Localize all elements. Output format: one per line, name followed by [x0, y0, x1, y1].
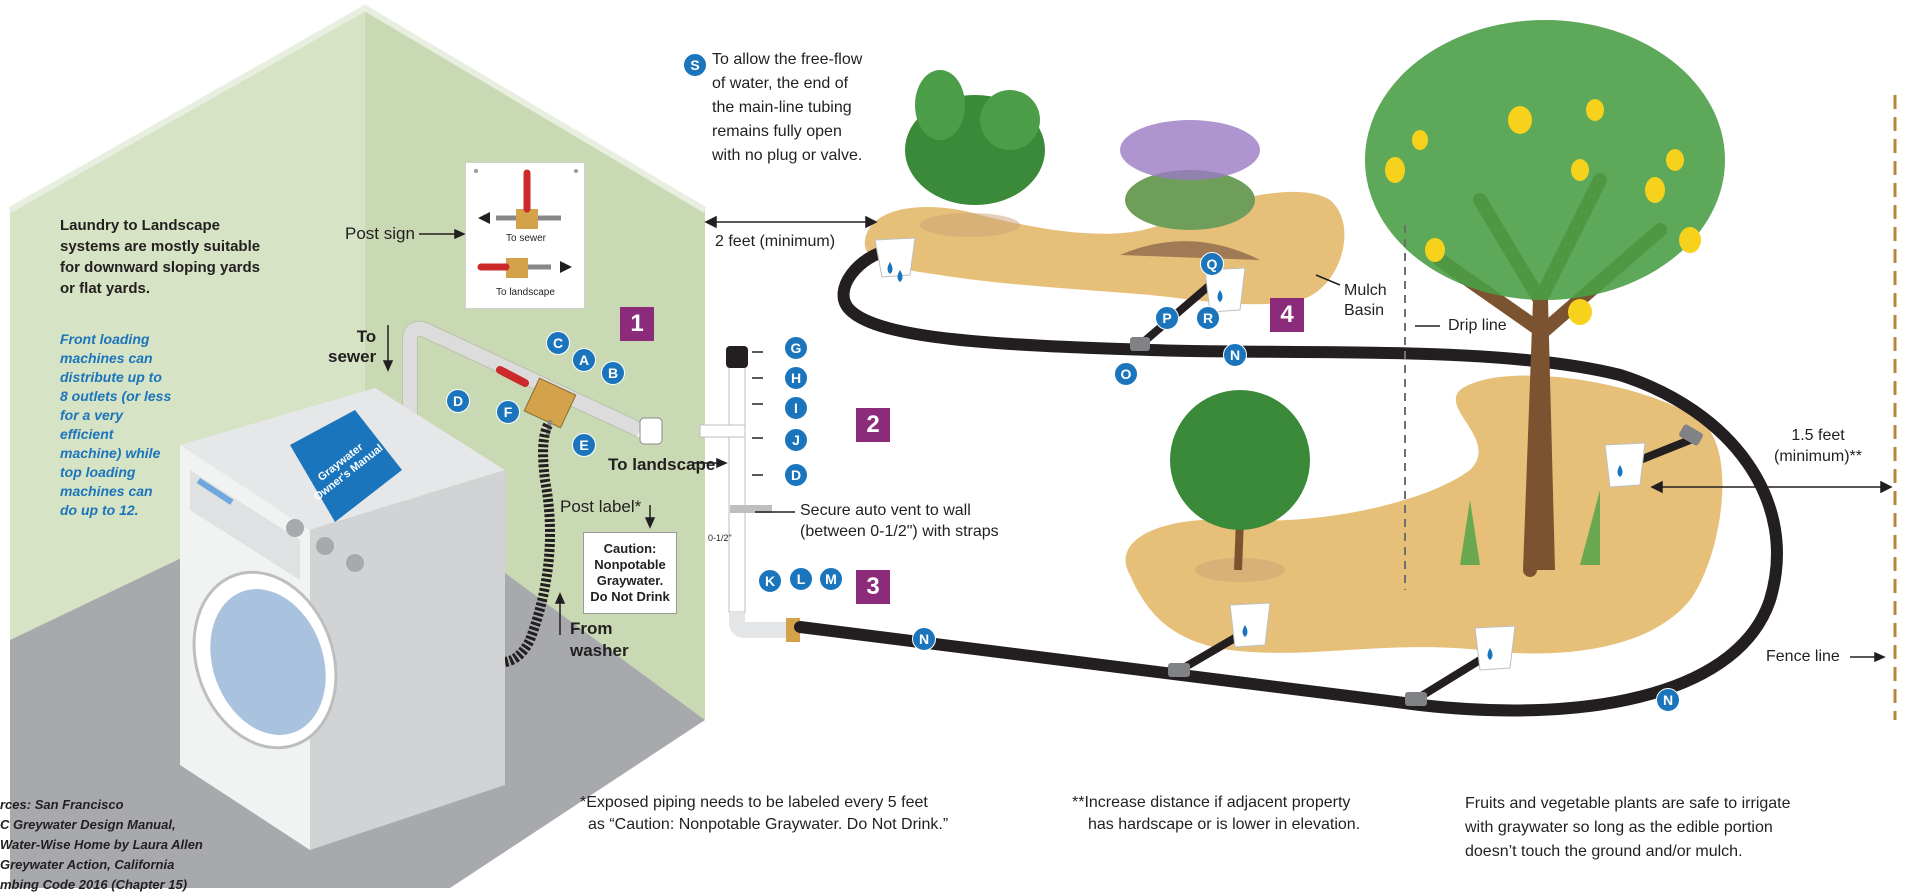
vent-gap-label: 0-1/2": [708, 533, 732, 543]
callout-f: F: [496, 400, 520, 424]
sign-to-landscape: To landscape: [496, 287, 555, 298]
tube-fittings: [1130, 337, 1703, 706]
callout-b: B: [601, 361, 625, 385]
to-sewer-label: To sewer: [328, 327, 377, 366]
valve-sign: To sewer To landscape: [465, 162, 585, 309]
callout-j: J: [784, 428, 808, 452]
outlet-shields: [874, 237, 1646, 671]
valve-sign-graphic: [474, 169, 578, 278]
callout-g: G: [784, 336, 808, 360]
callout-m: M: [819, 567, 843, 591]
callout-l: L: [789, 567, 813, 591]
callout-q: Q: [1200, 252, 1224, 276]
step-2-box: 2: [856, 408, 890, 442]
auto-vent-assembly: [699, 346, 800, 642]
drain-pipe: [402, 320, 663, 445]
lavender-plant: [1120, 120, 1260, 260]
callout-e: E: [572, 433, 596, 457]
one-five-feet-label: 1.5 feet (minimum)**: [1774, 427, 1862, 465]
shrub-top-left: [905, 70, 1045, 237]
callout-i: I: [784, 396, 808, 420]
fruit-tree: [1365, 20, 1725, 577]
callout-n-1: N: [912, 627, 936, 651]
washer-hose: [503, 422, 555, 667]
footnote-fruits: Fruits and vegetable plants are safe to …: [1465, 795, 1791, 860]
main-line-tubing: [794, 244, 1783, 717]
two-feet-label: 2 feet (minimum): [715, 233, 836, 250]
footnote-increase-distance: **Increase distance if adjacent property…: [1072, 794, 1361, 833]
water-drop-icons: [887, 262, 1623, 660]
callout-h: H: [784, 366, 808, 390]
leader-lines: [382, 228, 1886, 663]
to-landscape-label: To landscape: [608, 455, 716, 474]
post-sign-label: Post sign: [345, 224, 415, 243]
step-4-box: 4: [1270, 298, 1304, 332]
auto-vent-note: Secure auto vent to wall (between 0-1/2"…: [800, 502, 999, 540]
callout-o: O: [1114, 362, 1138, 386]
callout-d-vent: D: [784, 463, 808, 487]
caution-label: Caution: Nonpotable Graywater. Do Not Dr…: [583, 532, 677, 614]
rose-bush: [1170, 390, 1310, 582]
post-label-label: Post label*: [560, 497, 642, 516]
step-1-box: 1: [620, 307, 654, 341]
callout-p: P: [1155, 306, 1179, 330]
sign-to-sewer: To sewer: [506, 233, 547, 244]
fence-line-label: Fence line: [1766, 648, 1840, 665]
step-3-box: 3: [856, 570, 890, 604]
callout-n-3: N: [1656, 688, 1680, 712]
callout-a: A: [572, 348, 596, 372]
footnote-exposed-piping: *Exposed piping needs to be labeled ever…: [580, 794, 949, 833]
callout-k: K: [758, 569, 782, 593]
callout-c: C: [546, 331, 570, 355]
suitability-note: Laundry to Landscape systems are mostly …: [60, 217, 261, 297]
callout-r: R: [1196, 306, 1220, 330]
from-washer-label: From washer: [570, 619, 629, 660]
callout-d-pipe: D: [446, 389, 470, 413]
callout-s: S: [683, 53, 707, 77]
mulch-basin-label: Mulch Basin: [1344, 282, 1387, 319]
callout-n-2: N: [1223, 343, 1247, 367]
distance-arrows: [704, 215, 1893, 494]
drip-line-label: Drip line: [1448, 317, 1507, 334]
owners-manual-book: [290, 410, 402, 522]
